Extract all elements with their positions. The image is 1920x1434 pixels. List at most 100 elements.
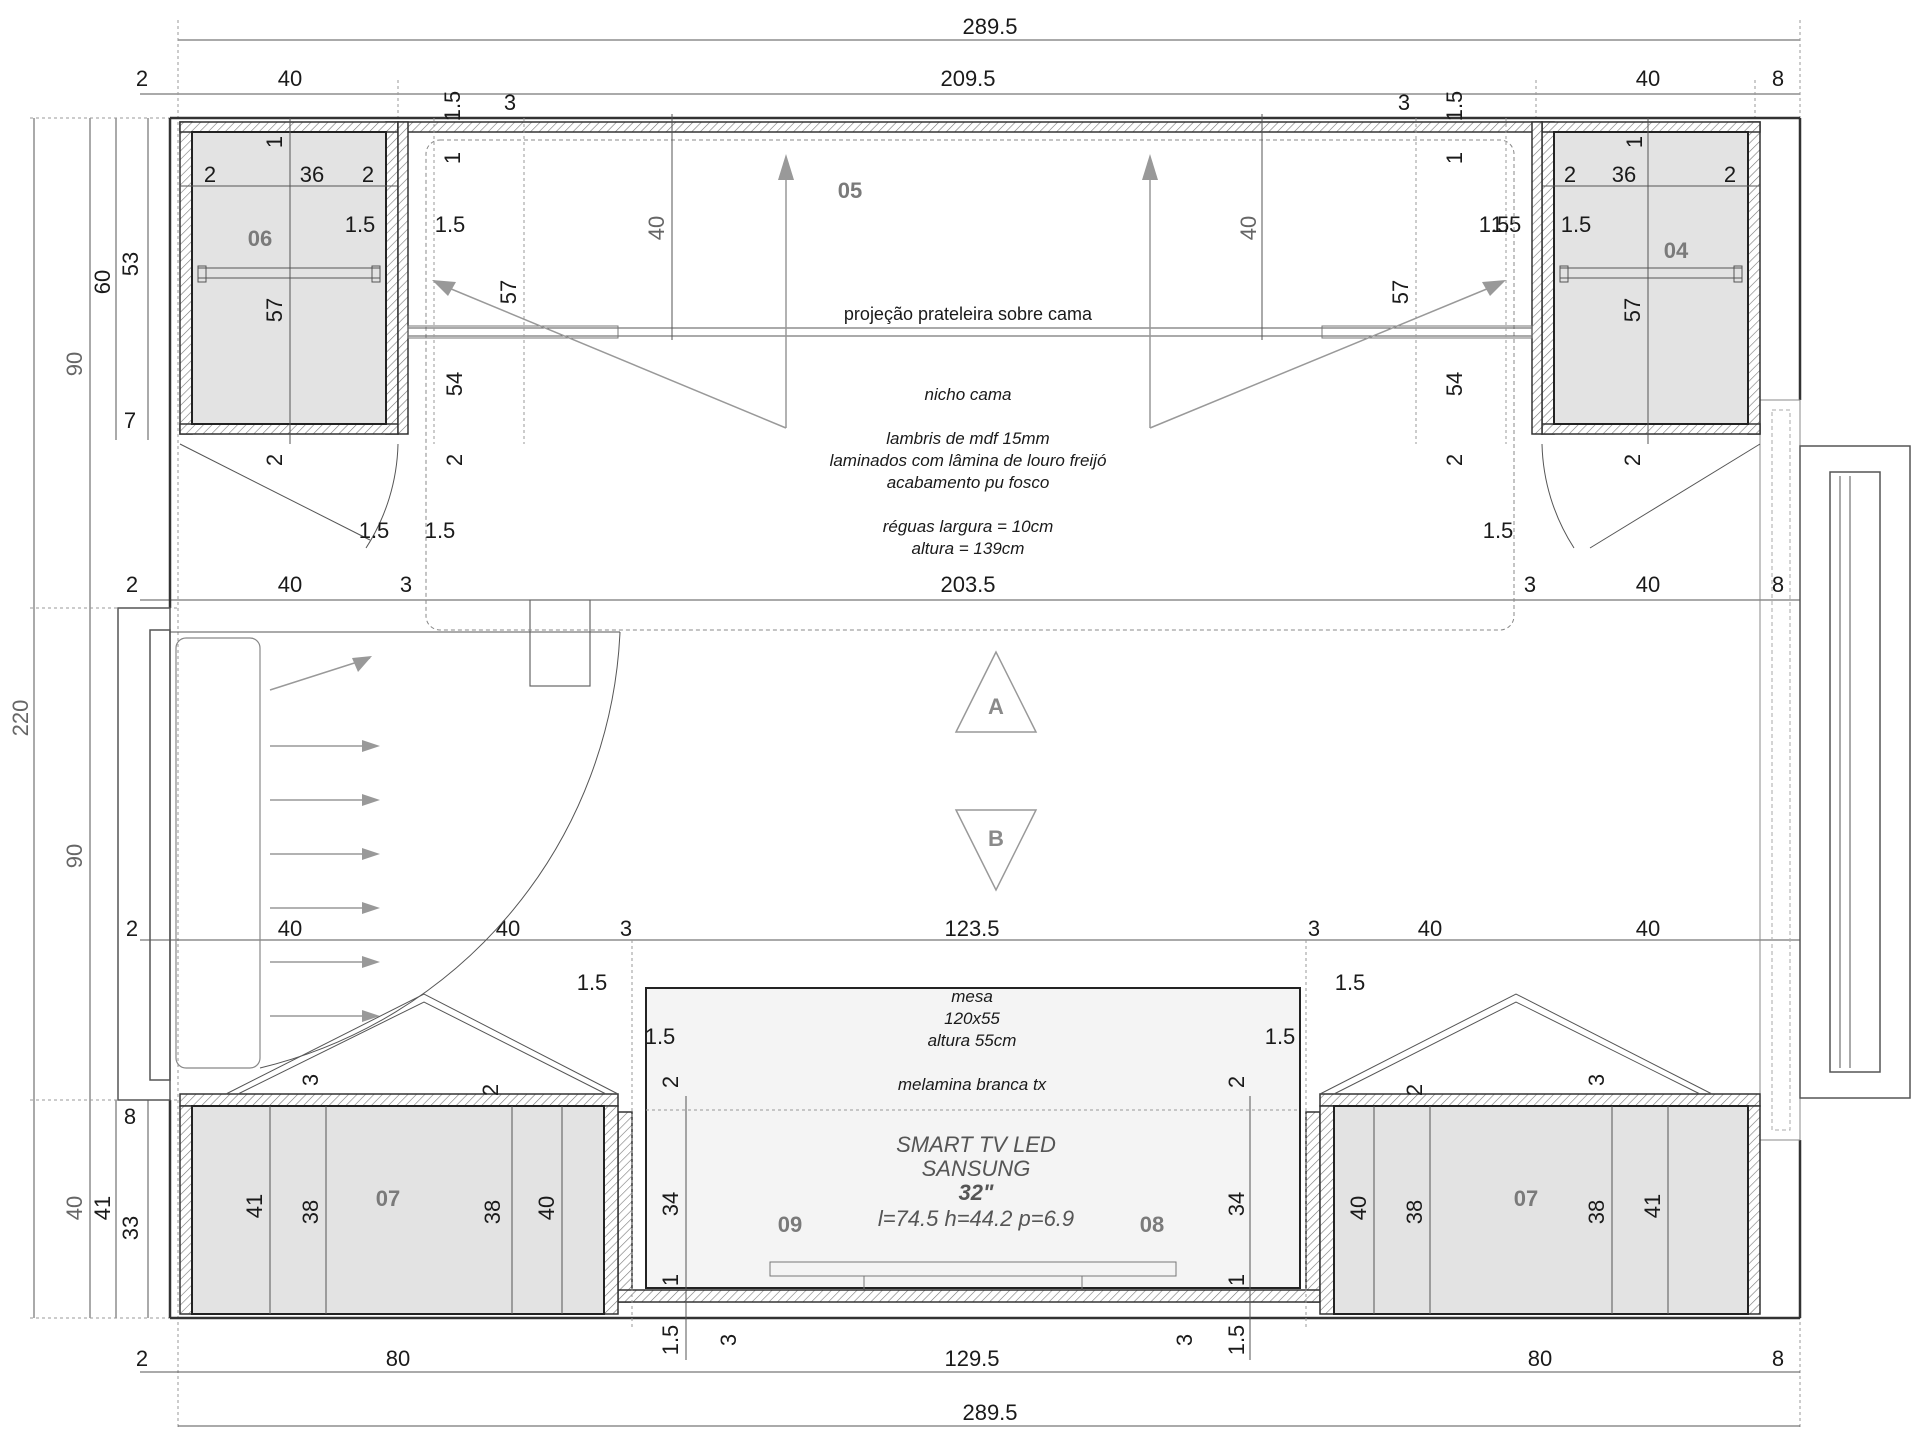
- dim-top-1: 2: [136, 66, 148, 91]
- dim-row-mid-bottom: 2 40 40 3 123.5 3 40 40: [126, 916, 1660, 941]
- bottom-dimension-lines: [140, 939, 1800, 1427]
- nr-d7: 2: [1442, 454, 1467, 466]
- c04-d7: 2: [1620, 454, 1645, 466]
- niche-id: 05: [838, 178, 862, 203]
- dk-d11: 1.5: [658, 1325, 683, 1356]
- dk-d12: 3: [716, 1334, 741, 1346]
- niche-note-3: laminados com lâmina de louro freijó: [830, 451, 1107, 470]
- cabinet-06-dims: 1 2 36 2 1.5 57 2 1.5: [204, 136, 389, 543]
- c07l-d2: 2: [478, 1084, 503, 1096]
- dim-b-4: 80: [1528, 1346, 1552, 1371]
- dk-d13: 3: [1172, 1334, 1197, 1346]
- cabinet-07-left: [179, 993, 619, 1315]
- niche-note-6: altura = 139cm: [912, 539, 1025, 558]
- c07l-d6: 40: [534, 1196, 559, 1220]
- dim-b-1: 2: [136, 1346, 148, 1371]
- dk-d3: 1.5: [645, 1024, 676, 1049]
- dim-left-7: 7: [124, 408, 136, 433]
- tv-line-3: 32": [959, 1180, 994, 1205]
- room-walls: [168, 116, 1911, 1320]
- nr-d4: 1.5: [1479, 212, 1510, 237]
- nr-d3: 1: [1442, 152, 1467, 164]
- niche-dims-right: 3 1.5 1 1.5 57 54 2 1.5: [1388, 90, 1513, 543]
- nr-d5: 57: [1388, 280, 1413, 304]
- nl-d1: 1.5: [440, 91, 465, 122]
- niche-note-4: acabamento pu fosco: [887, 473, 1050, 492]
- niche-note-5: réguas largura = 10cm: [883, 517, 1054, 536]
- nl-d6: 54: [442, 372, 467, 396]
- dim-mid-5: 3: [1524, 572, 1536, 597]
- tv-line-2: SANSUNG: [922, 1156, 1031, 1181]
- dim-top-4: 40: [1636, 66, 1660, 91]
- dim-bm-7: 40: [1418, 916, 1442, 941]
- dk-d8: 34: [1224, 1192, 1249, 1216]
- dk-d10: 1: [1224, 1274, 1249, 1286]
- unit-08-id: 08: [1140, 1212, 1164, 1237]
- dim-bm-5: 123.5: [944, 916, 999, 941]
- nr-d2: 1.5: [1442, 91, 1467, 122]
- dim-left-53: 53: [118, 252, 143, 276]
- section-marker-b: B: [954, 809, 1038, 892]
- dim-overall-bottom: 289.5: [962, 1400, 1017, 1425]
- cabinet-04: [1541, 118, 1761, 549]
- desk-note-3: altura 55cm: [928, 1031, 1017, 1050]
- dk-d7: 34: [658, 1192, 683, 1216]
- dim-bm-4: 3: [620, 916, 632, 941]
- nr-d1: 3: [1398, 90, 1410, 115]
- unit-09-id: 09: [778, 1212, 802, 1237]
- c06-d6: 57: [262, 298, 287, 322]
- c06-d8: 1.5: [359, 518, 390, 543]
- dim-mid-2: 40: [278, 572, 302, 597]
- cabinet-06-id: 06: [248, 226, 272, 251]
- cabinet-07-left-id: 07: [376, 1186, 400, 1211]
- niche-note-2: lambris de mdf 15mm: [886, 429, 1049, 448]
- dim-left-upper: 90: [62, 352, 87, 376]
- cabinet-04-id: 04: [1664, 238, 1689, 263]
- c07l-d3: 41: [242, 1194, 267, 1218]
- c06-d3: 36: [300, 162, 324, 187]
- dk-d5: 2: [658, 1076, 683, 1088]
- dim-top-5: 8: [1772, 66, 1784, 91]
- dim-bm-3: 40: [496, 916, 520, 941]
- dim-mid-4: 203.5: [940, 572, 995, 597]
- dim-row1-bottom: 2 80 129.5 80 8: [136, 1346, 1784, 1371]
- c06-d4: 2: [362, 162, 374, 187]
- niche-note-1: nicho cama: [925, 385, 1012, 404]
- nl-d5: 57: [496, 280, 521, 304]
- left-door-frame: [117, 599, 621, 1101]
- c06-d7: 2: [262, 454, 287, 466]
- dim-row2-top: 2 40 3 203.5 3 40 8: [126, 572, 1784, 597]
- c04-d6: 57: [1620, 298, 1645, 322]
- dk-d9: 1: [658, 1274, 683, 1286]
- desk-note-2: 120x55: [944, 1009, 1000, 1028]
- dim-left-total: 220: [8, 700, 33, 737]
- desk-notes: mesa 120x55 altura 55cm melamina branca …: [898, 987, 1047, 1094]
- cabinet-07-right-dims: 2 3 40 38 38 41: [1346, 1074, 1665, 1224]
- c06-d1: 1: [262, 136, 287, 148]
- nr-d6: 54: [1442, 372, 1467, 396]
- dim-mid-6: 40: [1636, 572, 1660, 597]
- dim-overall-top: 289.5: [962, 14, 1017, 39]
- section-a-label: A: [988, 694, 1004, 719]
- nl-d4: 1.5: [435, 212, 466, 237]
- c07r-d6: 41: [1640, 1194, 1665, 1218]
- c07r-d1: 2: [1402, 1084, 1427, 1096]
- dim-row1-top: 2 40 209.5 40 8: [136, 66, 1784, 91]
- desk-note-4: melamina branca tx: [898, 1075, 1047, 1094]
- niche-dims-left: 1.5 3 1 1.5 57 54 2 1.5: [425, 90, 521, 543]
- desk-dims: 1.5 1.5 1.5 1.5 2 2 34 34 1 1 1.5 3 3 1.…: [577, 970, 1366, 1355]
- shelf-projection-note: projeção prateleira sobre cama: [844, 304, 1093, 324]
- dk-d4: 1.5: [1265, 1024, 1296, 1049]
- niche-depth-right: 40: [1236, 216, 1261, 240]
- tv-line-4: l=74.5 h=44.2 p=6.9: [878, 1206, 1074, 1231]
- cabinet-04-dims: 1 2 36 2 1.5 57 2 1.5: [1491, 136, 1736, 466]
- cabinet-07-right-id: 07: [1514, 1186, 1538, 1211]
- left-dimension-lines: [30, 117, 178, 1319]
- c04-d5: 1.5: [1561, 212, 1592, 237]
- section-b-label: B: [988, 826, 1004, 851]
- niche-depth-left: 40: [644, 216, 669, 240]
- c07r-d3: 40: [1346, 1196, 1371, 1220]
- dim-b-5: 8: [1772, 1346, 1784, 1371]
- dk-d6: 2: [1224, 1076, 1249, 1088]
